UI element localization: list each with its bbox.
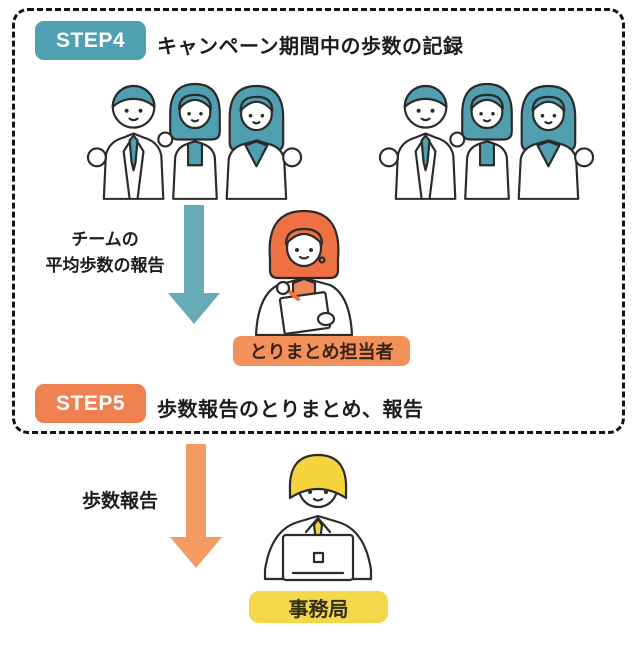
- team-illustration-left: [86, 76, 304, 200]
- coordinator-illustration: [254, 209, 354, 337]
- flow-label-line: 歩数報告: [81, 491, 158, 512]
- arrow-down-orange: [170, 444, 222, 568]
- flow-label-line: 平均歩数の報告: [45, 255, 165, 275]
- step-report-label: 歩数報告: [60, 488, 180, 517]
- coordinator-label: とりまとめ担当者: [233, 336, 410, 366]
- arrow-down-teal: [168, 205, 220, 324]
- step4-title: キャンペーン期間中の歩数の記録: [157, 36, 464, 58]
- team-illustration-right: [378, 76, 596, 200]
- office-worker-illustration: [263, 453, 373, 582]
- office-label: 事務局: [249, 591, 388, 623]
- step5-badge: STEP5: [35, 384, 146, 423]
- campaign-steps-box: [12, 8, 625, 434]
- team-average-report-label: チームの 平均歩数の報告: [35, 227, 175, 278]
- step4-badge: STEP4: [35, 21, 146, 60]
- flow-label-line: チームの: [71, 230, 139, 249]
- step5-title: 歩数報告のとりまとめ、報告: [157, 399, 424, 421]
